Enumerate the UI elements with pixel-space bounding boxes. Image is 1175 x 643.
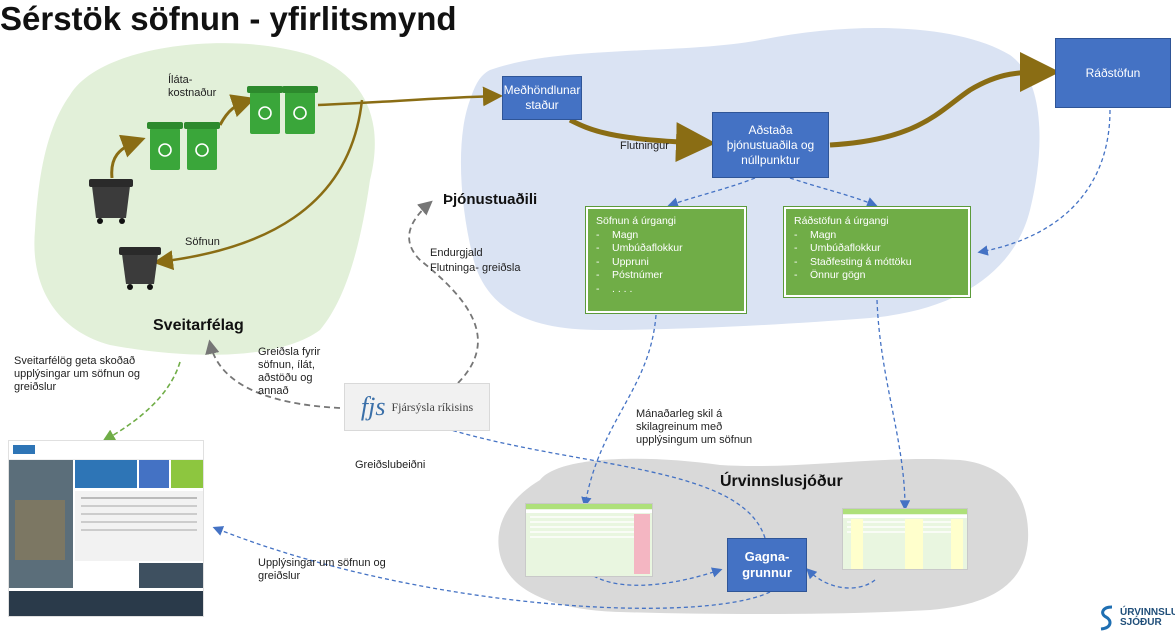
dash-disposal-return [977,109,1111,256]
disposal-info-box: Ráðstöfun á úrgangi Magn Umbúðaflokkur S… [783,206,971,298]
dash-db-to-municipality-screen [212,526,771,609]
reimbursement-label: Endurgjald Flutninga- greiðsla [430,247,521,274]
waste-container-icon [89,179,133,224]
collection-info-item: Póstnúmer [596,269,736,283]
flow-collection [153,99,364,271]
recycling-bin-icon [247,86,283,134]
thumbnail-tile [75,460,137,488]
highlight-column [851,519,863,569]
flow-bin-up-1 [110,134,146,179]
waste-container-icon [119,247,161,290]
dash-fjs-to-provider [408,200,479,384]
dash-disposal-to-fund [876,299,911,511]
recycling-bin-icon [184,122,220,170]
thumbnail-header [9,441,203,460]
brand-line1: ÚRVINNSLU [1120,607,1175,618]
flow-to-disposal [829,52,1060,148]
info-to-municipality-label: Upplýsingar um söfnun og greiðslur [258,557,386,582]
disposal-info-item: Umbúðaflokkur [794,242,960,256]
disposal-info-item: Staðfesting á móttöku [794,256,960,270]
brand-logo: ÚRVINNSLU SJÓÐUR [1098,604,1175,632]
fjs-name: Fjársýsla ríkisins [391,399,474,414]
flow-to-treatment [317,86,503,107]
dash-shot-to-db-right [806,568,876,589]
treatment-site-box: Meðhöndlunar staður [502,76,582,120]
highlight-column [905,519,923,569]
website-thumbnail [8,440,204,617]
spreadsheet-thumbnail [842,508,968,570]
facility-box: Aðstaða þjónustuaðila og núllpunktur [712,112,829,178]
collection-info-item: Umbúðaflokkur [596,242,736,256]
flow-transport [568,117,716,163]
thumbnail-tile [171,460,203,488]
fjs-logo-card: fjs Fjársýsla ríkisins [344,383,490,431]
thumbnail-logo [13,445,35,454]
recycling-bin-icon [282,86,318,134]
recycling-bin-icon [147,122,183,170]
dash-facility-to-disposal [789,177,878,207]
spreadsheet-thumbnail [525,503,653,577]
municipality-view-label: Sveitarfélög geta skoðað upplýsingar um … [14,355,140,393]
monthly-returns-label: Mánaðarleg skil á skilagreinum með upplý… [636,408,753,446]
disposal-info-item: Magn [794,229,960,243]
container-cost-label: Íláta- kostnaður [168,74,217,99]
transport-label: Flutningur [620,140,669,152]
brand-s-icon [1100,605,1113,631]
thumbnail-photo [9,460,73,588]
thumbnail-table [75,491,203,561]
page-title: Sérstök söfnun - yfirlitsmynd [0,0,457,37]
flow-bin-up-2 [218,94,256,126]
brand-line2: SJÓÐUR [1120,617,1162,628]
collection-info-item: Uppruni [596,256,736,270]
thumbnail-tile [139,460,169,488]
disposal-box: Ráðstöfun [1055,38,1171,108]
collection-label: Söfnun [185,236,220,248]
dash-municipality-to-screen [102,361,181,442]
provider-title: Þjónustuaðili [443,191,538,208]
disposal-info-item: Önnur gögn [794,269,960,283]
disposal-info-title: Ráðstöfun á úrgangi [794,215,889,227]
collection-info-item: . . . . [596,283,736,297]
dash-fjs-to-municipality [205,339,341,409]
municipality-title: Sveitarfélag [153,317,244,334]
dash-shot-to-db-left [587,567,723,586]
collection-info-title: Söfnun á úrgangi [596,215,676,227]
thumbnail-tile [139,563,203,588]
collection-info-item: Magn [596,229,736,243]
thumbnail-footer [9,591,203,616]
fund-title: Úrvinnslusjóður [720,473,843,490]
payment-for-label: Greiðsla fyrir söfnun, ílát, aðstöðu og … [258,346,321,397]
database-box: Gagna-grunnur [727,538,807,592]
payment-request-label: Greiðslubeiðni [355,459,426,471]
dash-facility-to-collection [667,177,756,208]
highlight-column [634,514,650,574]
collection-info-box: Söfnun á úrgangi Magn Umbúðaflokkur Uppr… [585,206,747,314]
fjs-logo-mark: fjs [360,392,386,421]
highlight-column [951,519,963,569]
